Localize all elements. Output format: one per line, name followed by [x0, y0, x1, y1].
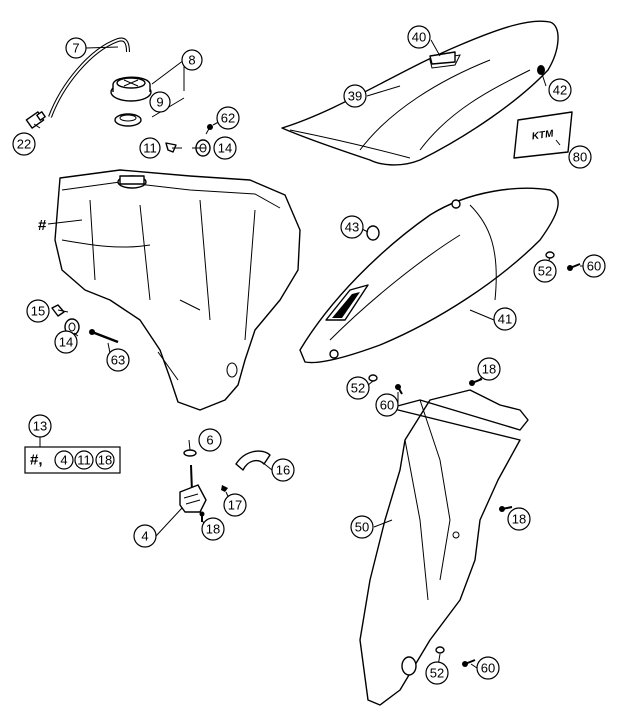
- screw-right-upper: [567, 263, 581, 271]
- callout-52-upper: 52: [533, 259, 557, 283]
- callout-52-lower: 52: [425, 661, 449, 685]
- callout-63: 63: [106, 348, 130, 372]
- svg-text:43: 43: [345, 220, 359, 235]
- svg-text:13: 13: [33, 419, 47, 434]
- kit-prefix: #,: [30, 452, 43, 469]
- svg-text:4: 4: [141, 529, 148, 544]
- callout-42: 42: [548, 78, 572, 102]
- svg-text:15: 15: [31, 304, 45, 319]
- svg-text:80: 80: [573, 150, 587, 165]
- svg-text:17: 17: [228, 498, 242, 513]
- svg-text:14: 14: [218, 141, 232, 156]
- seat-bolt: [537, 65, 545, 75]
- hose-clip: [221, 485, 228, 492]
- fuel-tap: [179, 449, 207, 513]
- decal-text: KTM: [531, 128, 555, 142]
- side-panel-upper: [299, 187, 559, 364]
- callout-60-mid: 60: [375, 393, 399, 417]
- svg-text:22: 22: [17, 137, 31, 152]
- washer-right-mid: [368, 374, 378, 382]
- svg-text:14: 14: [59, 335, 73, 350]
- ktm-decal: KTM: [513, 111, 573, 159]
- svg-text:42: 42: [553, 83, 567, 98]
- svg-text:52: 52: [430, 666, 444, 681]
- screw-lower: [462, 659, 476, 667]
- svg-text:18: 18: [206, 522, 220, 537]
- svg-text:60: 60: [587, 259, 601, 274]
- callout-14-upper: 14: [213, 136, 237, 160]
- callout-13: 13: [28, 414, 52, 438]
- callout-8: 8: [181, 49, 203, 71]
- washer-lower: [435, 646, 445, 654]
- kit-item-4: 4: [60, 453, 67, 468]
- svg-text:18: 18: [512, 512, 526, 527]
- callout-50: 50: [350, 515, 374, 539]
- svg-text:60: 60: [481, 661, 495, 676]
- kit-contents-box: #, 4 11 18: [24, 446, 121, 474]
- washer-right-upper: [545, 251, 555, 259]
- callout-9: 9: [149, 91, 171, 113]
- svg-text:50: 50: [355, 520, 369, 535]
- svg-text:60: 60: [380, 398, 394, 413]
- callout-18-upper: 18: [477, 357, 501, 381]
- seat: [281, 20, 559, 166]
- side-panel-lower: [359, 389, 529, 706]
- callout-15: 15: [26, 299, 50, 323]
- tank-mount-screw: [89, 329, 119, 344]
- callout-17: 17: [223, 493, 247, 517]
- svg-text:9: 9: [156, 95, 163, 110]
- callout-60-upper: 60: [582, 254, 606, 278]
- fuel-cap: [110, 76, 152, 102]
- svg-text:41: 41: [498, 312, 512, 327]
- svg-text:63: 63: [111, 353, 125, 368]
- callout-18-tap: 18: [201, 517, 225, 541]
- svg-text:62: 62: [221, 111, 235, 126]
- svg-text:16: 16: [276, 463, 290, 478]
- svg-text:18: 18: [482, 362, 496, 377]
- callout-18-lower: 18: [507, 507, 531, 531]
- callout-4: 4: [133, 524, 157, 548]
- tank-bushing: [165, 142, 177, 153]
- cap-gasket: [114, 113, 142, 127]
- callout-16: 16: [271, 458, 295, 482]
- svg-text:52: 52: [351, 381, 365, 396]
- tank-hash-label: #: [38, 217, 47, 234]
- screw-18-lower: [499, 506, 513, 512]
- svg-text:39: 39: [348, 89, 362, 104]
- breather-hose: [48, 37, 130, 118]
- tank-screw: [205, 124, 213, 135]
- svg-text:40: 40: [412, 30, 426, 45]
- svg-text:6: 6: [206, 433, 213, 448]
- callout-43: 43: [340, 215, 364, 239]
- callout-7: 7: [65, 37, 87, 59]
- callout-80: 80: [568, 145, 592, 169]
- grommet: [366, 225, 380, 241]
- callout-41: 41: [493, 307, 517, 331]
- breather-valve: [25, 111, 46, 129]
- screw-right-mid: [395, 384, 403, 395]
- fuel-hose: [235, 450, 271, 471]
- svg-text:11: 11: [143, 141, 157, 156]
- kit-item-11: 11: [77, 453, 91, 468]
- svg-text:7: 7: [72, 41, 79, 56]
- kit-item-18: 18: [98, 453, 112, 468]
- callout-40: 40: [407, 25, 431, 49]
- callout-60-lower: 60: [476, 656, 500, 680]
- svg-text:52: 52: [538, 264, 552, 279]
- callout-14-lower: 14: [54, 330, 78, 354]
- callout-11: 11: [139, 137, 161, 159]
- callout-6: 6: [198, 428, 222, 452]
- svg-text:8: 8: [188, 53, 195, 68]
- fuel-tank: [54, 169, 301, 411]
- callout-62: 62: [216, 106, 240, 130]
- callout-22: 22: [12, 132, 36, 156]
- screw-18-upper: [469, 378, 483, 386]
- callout-39: 39: [343, 84, 367, 108]
- callout-52-mid: 52: [346, 376, 370, 400]
